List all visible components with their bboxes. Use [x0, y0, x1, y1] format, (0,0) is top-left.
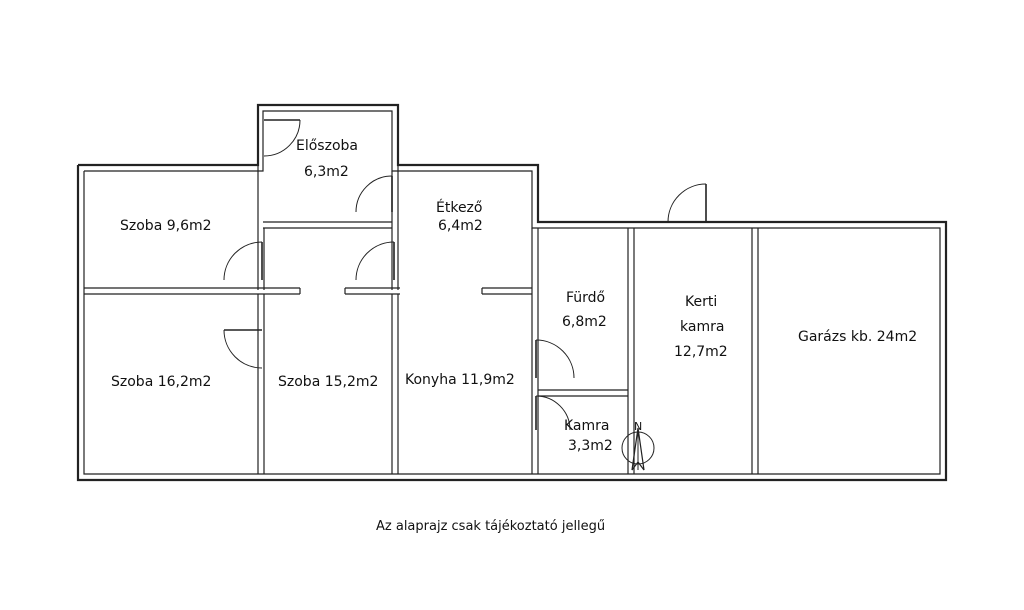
room-kamra-name: Kamra — [564, 418, 610, 434]
room-etkezo-name: Étkező — [436, 199, 482, 216]
room-kerti-line1: Kerti — [685, 294, 717, 310]
room-kerti-area: 12,7m2 — [674, 344, 728, 360]
doors — [223, 119, 707, 431]
room-furdo-area: 6,8m2 — [562, 314, 607, 330]
interior-walls — [84, 165, 759, 474]
room-etkezo-area: 6,4m2 — [438, 218, 483, 234]
compass-icon: N — [621, 420, 655, 471]
exterior-walls — [76, 103, 948, 482]
room-kamra-area: 3,3m2 — [568, 438, 613, 454]
room-kerti-line2: kamra — [680, 319, 724, 335]
room-szoba-16: Szoba 16,2m2 — [111, 374, 211, 390]
room-eloszoba-area: 6,3m2 — [304, 164, 349, 180]
room-garazs: Garázs kb. 24m2 — [798, 329, 917, 345]
disclaimer-caption: Az alaprajz csak tájékoztató jellegű — [376, 519, 605, 534]
room-szoba-15: Szoba 15,2m2 — [278, 374, 378, 390]
room-furdo-name: Fürdő — [566, 290, 605, 306]
compass-north-letter: N — [634, 420, 642, 433]
room-eloszoba-name: Előszoba — [296, 138, 358, 154]
room-konyha: Konyha 11,9m2 — [405, 372, 515, 388]
room-szoba-9: Szoba 9,6m2 — [120, 218, 212, 234]
